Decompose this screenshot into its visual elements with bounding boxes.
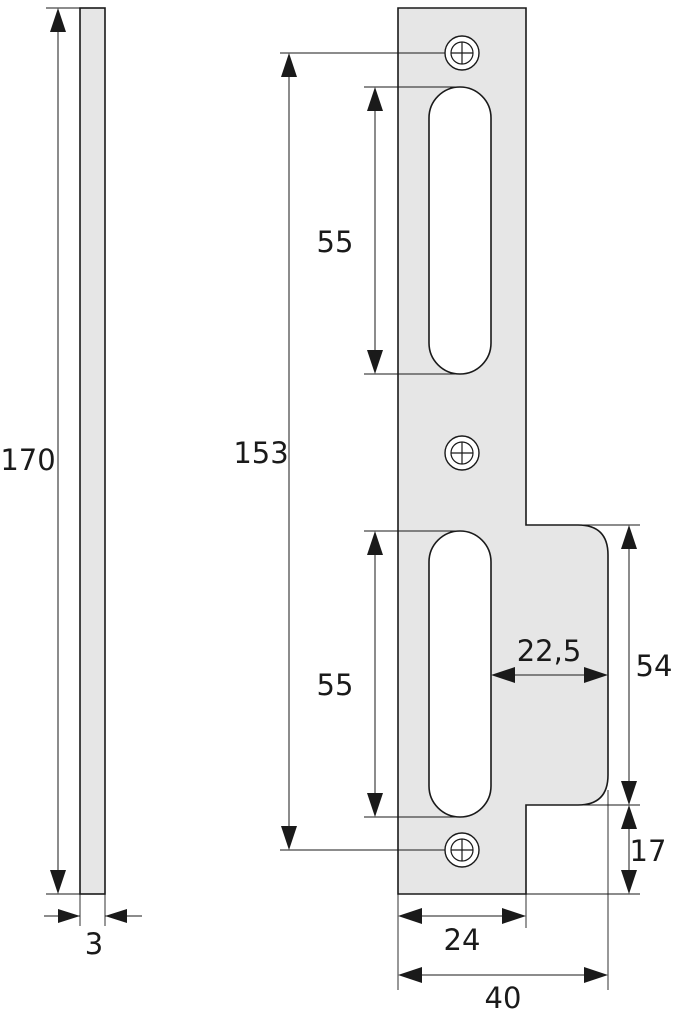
tab-height-arrow-top <box>621 525 637 549</box>
side-height-arrow-top <box>50 8 66 32</box>
tab-height-arrow-bottom <box>621 781 637 805</box>
upper-slot-label: 55 <box>317 225 354 259</box>
thickness-arrow-right <box>105 909 127 923</box>
upper-slot-arrow-top <box>367 87 383 111</box>
spacing-label: 153 <box>233 436 288 470</box>
total-width-arrow-left <box>398 967 422 983</box>
narrow-width-arrow-left <box>398 908 422 924</box>
tab-offset-arrow-left <box>491 667 515 683</box>
screw-hole-top <box>444 35 480 71</box>
tab-offset-arrow-right <box>584 667 608 683</box>
thickness-label: 3 <box>85 927 103 961</box>
narrow-width-label: 24 <box>444 923 481 957</box>
side-plate <box>79 7 106 895</box>
upper-slot-arrow-bottom <box>367 350 383 374</box>
total-width-arrow-right <box>584 967 608 983</box>
lower-slot-label: 55 <box>317 668 354 702</box>
lower-slot-arrow-top <box>367 531 383 555</box>
tab-height-label: 54 <box>636 649 673 683</box>
tab-bottom-arrow-top <box>621 805 637 829</box>
screw-hole-middle <box>444 435 480 471</box>
side-view: 170 3 <box>0 7 142 961</box>
thickness-arrow-left <box>58 909 80 923</box>
side-height-arrow-bottom <box>50 870 66 894</box>
spacing-arrow-top <box>281 53 297 77</box>
screw-hole-bottom <box>444 832 480 868</box>
lower-slot <box>428 530 492 818</box>
total-width-label: 40 <box>485 981 522 1015</box>
narrow-width-arrow-right <box>502 908 526 924</box>
tab-offset-label: 22,5 <box>517 634 582 668</box>
tab-bottom-arrow-bottom <box>621 870 637 894</box>
lower-slot-arrow-bottom <box>367 793 383 817</box>
spacing-arrow-bottom <box>281 826 297 850</box>
tab-bottom-label: 17 <box>630 834 667 868</box>
side-height-label: 170 <box>0 443 55 477</box>
front-view: 153 55 55 22,5 54 17 <box>233 7 673 1015</box>
upper-slot <box>428 86 492 375</box>
